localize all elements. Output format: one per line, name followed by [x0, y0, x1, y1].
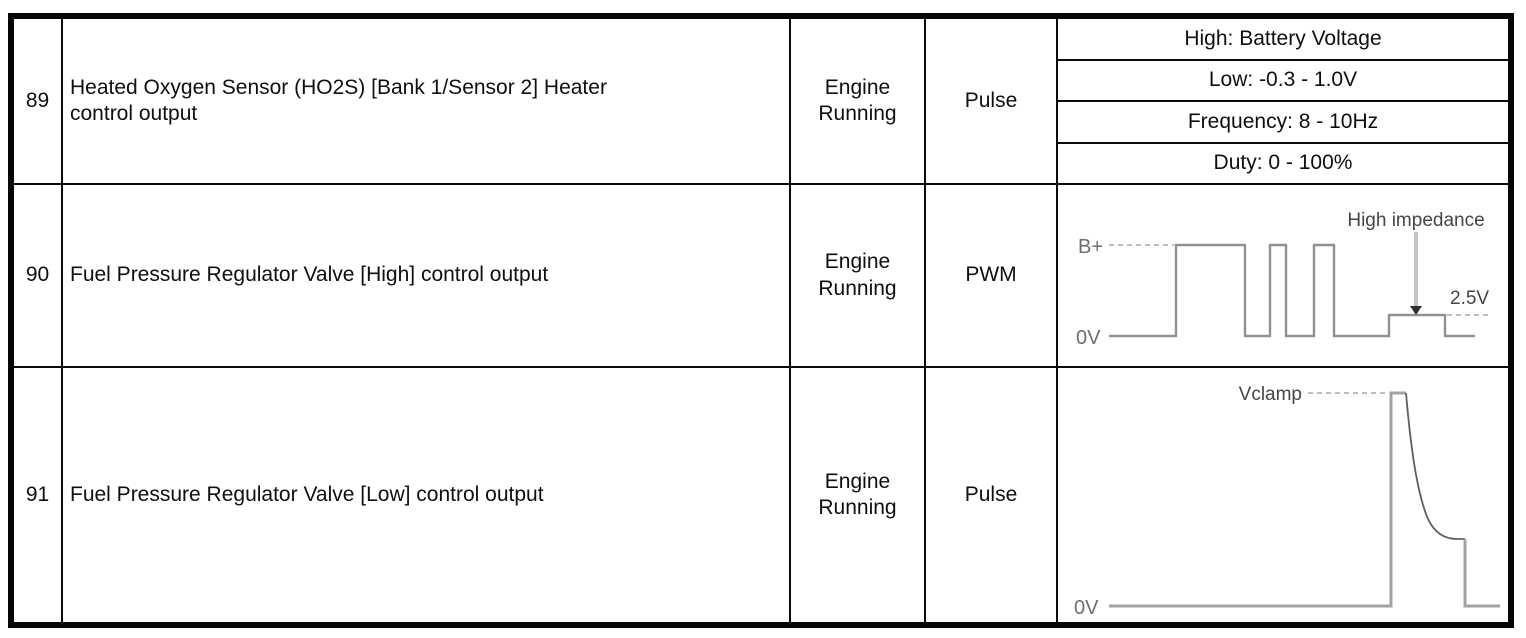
- description-text: Fuel Pressure Regulator Valve [High] con…: [70, 263, 549, 287]
- condition-text: Engine Running: [818, 469, 897, 519]
- spec-line-frequency: Frequency: 8 - 10Hz: [1058, 102, 1508, 144]
- impedance-voltage-label: 2.5V: [1450, 288, 1489, 309]
- condition-text: Engine Running: [818, 250, 897, 300]
- signal-type-text: Pulse: [964, 88, 1018, 112]
- signal-type-cell: Pulse: [926, 19, 1058, 185]
- condition-cell: Engine Running: [791, 185, 926, 368]
- zero-volt-label: 0V: [1074, 597, 1099, 619]
- signal-type-text: PWM: [965, 263, 1017, 287]
- spike-decay-curve: [1405, 392, 1465, 540]
- row-number: 90: [14, 185, 63, 368]
- pwm-waveform-diagram: B+ 0V High impedance 2.5V: [1076, 210, 1490, 349]
- description-cell: Fuel Pressure Regulator Valve [Low] cont…: [63, 368, 791, 622]
- spec-line-low: Low: -0.3 - 1.0V: [1058, 61, 1508, 102]
- high-impedance-label: High impedance: [1347, 210, 1484, 231]
- vclamp-label: Vclamp: [1239, 384, 1302, 405]
- voltage-spike-waveform-diagram: Vclamp 0V: [1074, 384, 1500, 619]
- description-text: Fuel Pressure Regulator Valve [Low] cont…: [70, 482, 544, 506]
- description-cell: Fuel Pressure Regulator Valve [High] con…: [63, 185, 791, 368]
- description-cell: Heated Oxygen Sensor (HO2S) [Bank 1/Sens…: [63, 19, 791, 185]
- waveform-cell: Vclamp 0V: [1058, 368, 1508, 622]
- description-text: Heated Oxygen Sensor (HO2S) [Bank 1/Sens…: [70, 75, 607, 125]
- row-number: 89: [14, 19, 63, 185]
- condition-text: Engine Running: [818, 75, 897, 125]
- spec-line-duty: Duty: 0 - 100%: [1213, 151, 1353, 175]
- row-number-text: 90: [25, 263, 50, 287]
- row-number-text: 91: [25, 482, 50, 506]
- spike-fall-trace: [1463, 538, 1500, 607]
- spike-rise-trace: [1109, 391, 1406, 607]
- signal-type-text: Pulse: [964, 482, 1018, 506]
- bplus-label: B+: [1078, 236, 1103, 258]
- down-arrow-head-icon: [1410, 306, 1422, 315]
- row-number: 91: [14, 368, 63, 622]
- signal-type-cell: Pulse: [926, 368, 1058, 622]
- condition-cell: Engine Running: [791, 19, 926, 185]
- pin-specification-table: 89 Heated Oxygen Sensor (HO2S) [Bank 1/S…: [8, 13, 1514, 628]
- signal-type-cell: PWM: [926, 185, 1058, 368]
- specification-cell: High: Battery Voltage Low: -0.3 - 1.0V F…: [1058, 19, 1508, 185]
- spec-line-high: High: Battery Voltage: [1058, 19, 1508, 61]
- pwm-square-wave-trace: [1109, 243, 1475, 338]
- row-number-text: 89: [25, 88, 50, 112]
- condition-cell: Engine Running: [791, 368, 926, 622]
- zero-volt-label: 0V: [1076, 327, 1101, 349]
- waveform-cell: B+ 0V High impedance 2.5V: [1058, 185, 1508, 368]
